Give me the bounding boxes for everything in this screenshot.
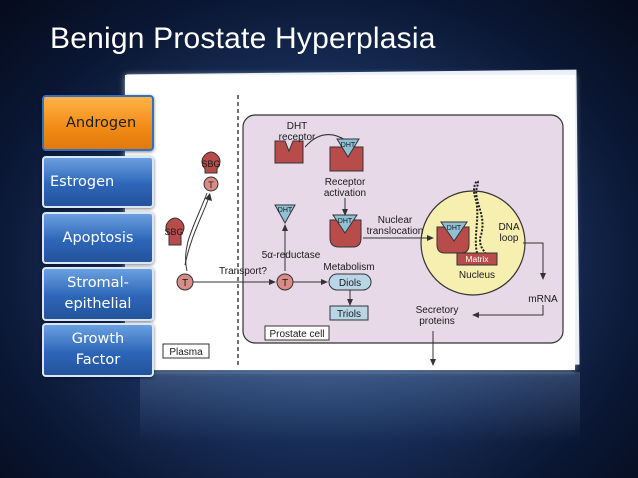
slide-title: Benign Prostate Hyperplasia <box>50 22 436 55</box>
arrowhead <box>427 235 434 241</box>
triols-box <box>329 305 369 321</box>
sidebar-item-label-line1: Growth <box>71 331 125 347</box>
prostate-androgen-diagram: DHT receptor DHT Receptor activation DHT… <box>162 95 564 366</box>
dht-label-mid: DHT <box>338 218 353 225</box>
plasma-box <box>162 343 210 359</box>
prostate-cell-box <box>264 325 330 341</box>
receptor-activation-label-1: Receptor <box>325 177 366 188</box>
sbg-protein-top <box>201 151 221 174</box>
diagram-card: DHT receptor DHT Receptor activation DHT… <box>125 75 575 370</box>
testosterone-circle-bound <box>203 176 219 192</box>
dissociation-arrow <box>185 192 208 272</box>
protein-arrow <box>477 305 544 316</box>
sidebar-item-apoptosis[interactable]: Apoptosis <box>42 212 154 264</box>
dna-loop-strand <box>473 180 487 254</box>
prostate-cell-label: Prostate cell <box>269 329 324 340</box>
sidebar-item-estrogen[interactable]: Estrogen <box>42 156 154 208</box>
card-reflection <box>140 372 580 442</box>
dht-triangle <box>332 214 358 234</box>
dht-receptor-label-1: DHT <box>287 121 308 132</box>
metabolism-label: Metabolism <box>323 262 374 273</box>
arrowhead <box>540 273 546 280</box>
sbg-protein-left <box>165 217 185 246</box>
arrowhead <box>205 193 212 201</box>
activated-receptor-shape <box>329 219 362 248</box>
reductase-label: 5α-reductase <box>262 250 321 261</box>
sbg-label-top: SBG <box>201 159 220 169</box>
nuclear-translocation-label-1: Nuclear <box>378 215 413 226</box>
matrix-label: Matrix <box>465 254 489 264</box>
t-label-cell: T <box>282 278 288 289</box>
arrowhead <box>472 312 479 318</box>
sidebar-item-androgen[interactable]: Androgen <box>42 95 154 151</box>
association-arrow <box>184 196 210 266</box>
arrowhead <box>282 224 288 231</box>
arrowhead <box>347 299 353 306</box>
sidebar-item-label-line2: epithelial <box>64 296 132 312</box>
sidebar-item-label: Androgen <box>66 114 137 131</box>
dht-label-left: DHT <box>278 207 293 214</box>
dht-receptor-shape <box>274 140 304 164</box>
dht-label-top: DHT <box>341 142 356 149</box>
dht-label-nucleus: DHT <box>447 225 462 232</box>
transport-label: Transport? <box>219 266 267 277</box>
dna-loop-label-2: loop <box>500 233 519 244</box>
sidebar-item-label-line1: Stromal- <box>67 275 129 291</box>
plasma-label: Plasma <box>169 347 203 358</box>
arrowhead <box>269 279 276 285</box>
t-label-bound: T <box>208 180 214 190</box>
secretory-label-1: Secretory <box>416 305 459 316</box>
sidebar-item-label: Apoptosis <box>62 229 134 246</box>
mrna-arrow <box>523 242 544 275</box>
arrowhead <box>430 359 436 366</box>
sidebar-item-stromal-epithelial[interactable]: Stromal- epithelial <box>42 267 154 321</box>
sidebar-item-label-line2: Factor <box>75 352 121 368</box>
sidebar-item-label: Estrogen <box>50 173 115 190</box>
arrowhead <box>321 279 328 285</box>
sidebar-item-growth-factor[interactable]: Growth Factor <box>42 323 154 377</box>
dht-triangle <box>274 204 296 225</box>
arrowhead <box>342 209 348 216</box>
sbg-label-left: SBG <box>164 227 183 237</box>
dht-triangle <box>336 138 360 158</box>
mrna-label: mRNA <box>528 294 558 305</box>
secretory-label-2: proteins <box>419 316 455 327</box>
dna-loop-label-1: DNA <box>498 222 519 233</box>
diols-label: Diols <box>339 278 361 289</box>
matrix-box <box>456 252 498 266</box>
nuclear-translocation-label-2: translocation <box>367 226 424 237</box>
receptor-activation-label-2: activation <box>324 188 366 199</box>
t-label-plasma: T <box>182 278 188 289</box>
dht-triangle <box>440 221 468 242</box>
dht-receptor-label-2: receptor <box>279 132 316 143</box>
nucleus-label: Nucleus <box>459 270 495 281</box>
triols-label: Triols <box>337 309 361 320</box>
